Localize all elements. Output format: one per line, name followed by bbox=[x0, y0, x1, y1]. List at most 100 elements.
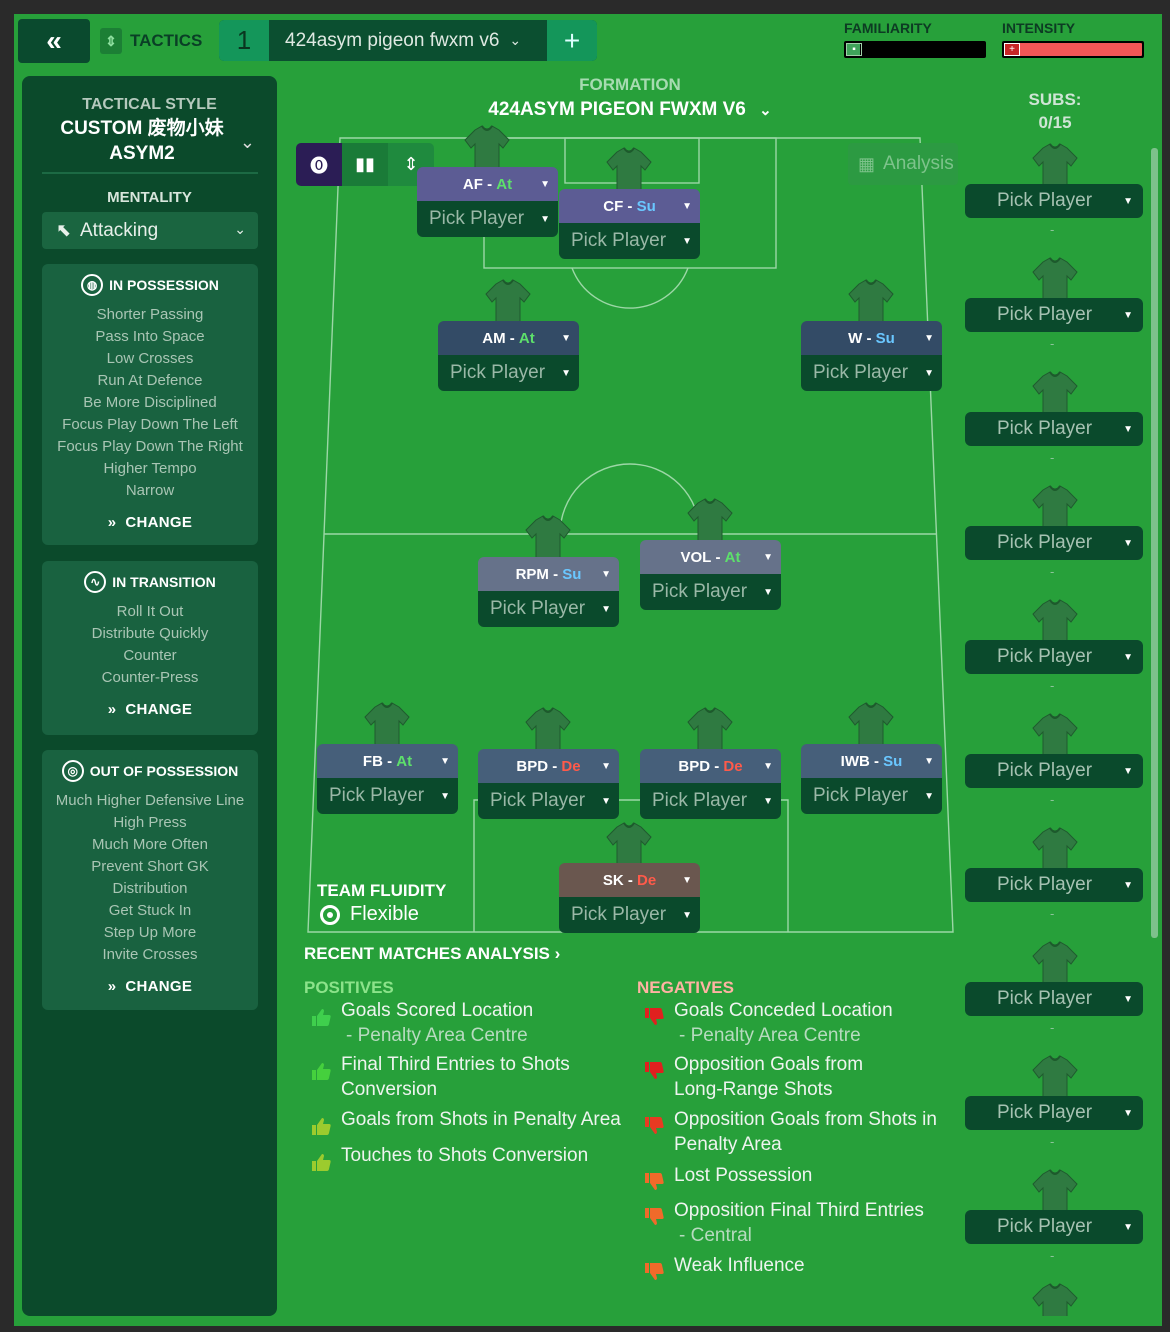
tactics-label: TACTICS bbox=[130, 31, 203, 50]
intensity-fill bbox=[1004, 43, 1142, 56]
position-card[interactable]: SK - De▼Pick Player▼ bbox=[559, 863, 700, 933]
add-tactic-button[interactable]: + bbox=[547, 20, 597, 61]
role-selector[interactable]: CF - Su▼ bbox=[559, 189, 700, 223]
triangle-down-icon: ▼ bbox=[601, 760, 611, 772]
position-card[interactable]: AM - At▼Pick Player▼ bbox=[438, 321, 579, 391]
position-card[interactable]: BPD - De▼Pick Player▼ bbox=[478, 749, 619, 819]
sub-pick-player-dropdown[interactable]: Pick Player▼ bbox=[965, 184, 1143, 218]
analysis-item: Goals from Shots in Penalty Area bbox=[341, 1107, 631, 1132]
role-selector[interactable]: BPD - De▼ bbox=[478, 749, 619, 783]
instruction-item: Focus Play Down The Left bbox=[62, 416, 238, 433]
thumbs-down-icon bbox=[644, 1263, 664, 1281]
pick-player-dropdown[interactable]: Pick Player▼ bbox=[478, 591, 619, 627]
sub-pick-player-dropdown[interactable]: Pick Player▼ bbox=[965, 1096, 1143, 1130]
analysis-item-title: Final Third Entries to Shots bbox=[341, 1054, 570, 1075]
role-selector[interactable]: SK - De▼ bbox=[559, 863, 700, 897]
pick-player-label: Pick Player bbox=[813, 785, 909, 806]
position-card[interactable]: AF - At▼Pick Player▼ bbox=[417, 167, 558, 237]
pick-player-label: Pick Player bbox=[490, 598, 586, 619]
pick-player-label: Pick Player bbox=[997, 874, 1093, 895]
triangle-down-icon: ▼ bbox=[440, 755, 450, 767]
formation-dropdown[interactable]: 424ASYM PIGEON FWXM V6 ⌄ bbox=[470, 99, 790, 121]
sub-pick-player-dropdown[interactable]: Pick Player▼ bbox=[965, 526, 1143, 560]
back-button[interactable]: « bbox=[18, 19, 90, 63]
sub-pick-player-dropdown[interactable]: Pick Player▼ bbox=[965, 982, 1143, 1016]
triangle-down-icon: ▼ bbox=[1123, 1107, 1133, 1119]
analysis-item-detail: Penalty Area bbox=[674, 1134, 782, 1155]
triangle-down-icon: ▼ bbox=[763, 586, 773, 598]
pick-player-label: Pick Player bbox=[997, 532, 1093, 553]
role-selector[interactable]: AF - At▼ bbox=[417, 167, 558, 201]
sub-pick-player-dropdown[interactable]: Pick Player▼ bbox=[965, 640, 1143, 674]
intensity-label: INTENSITY bbox=[1002, 20, 1076, 36]
sub-pick-player-dropdown[interactable]: Pick Player ▼ bbox=[965, 754, 1143, 788]
role-selector[interactable]: VOL - At▼ bbox=[640, 540, 781, 574]
in-transition-change-button[interactable]: » CHANGE bbox=[107, 701, 193, 718]
role-name: VOL bbox=[680, 548, 712, 566]
position-card[interactable]: CF - Su▼Pick Player▼ bbox=[559, 189, 700, 259]
pick-player-dropdown[interactable]: Pick Player▼ bbox=[317, 778, 458, 814]
sub-shirt-icon bbox=[1031, 142, 1079, 192]
in-possession-change-button[interactable]: » CHANGE bbox=[107, 514, 193, 531]
stats-view-button[interactable]: ▮▮ bbox=[342, 143, 388, 186]
pick-player-dropdown[interactable]: Pick Player▼ bbox=[478, 783, 619, 819]
duty-name: Su bbox=[883, 752, 903, 770]
chevron-down-icon[interactable]: ⌄ bbox=[239, 132, 255, 152]
triangle-down-icon: ▼ bbox=[1123, 765, 1133, 777]
position-card[interactable]: FB - At▼Pick Player▼ bbox=[317, 744, 458, 814]
pick-player-label: Pick Player bbox=[997, 988, 1093, 1009]
pick-player-dropdown[interactable]: Pick Player▼ bbox=[801, 355, 942, 391]
sub-pick-player-dropdown[interactable]: Pick Player▼ bbox=[965, 298, 1143, 332]
instruction-item: Much Higher Defensive Line bbox=[55, 792, 245, 809]
mentality-dropdown[interactable]: ⬉ Attacking ⌄ bbox=[42, 212, 258, 249]
sub-pick-player-dropdown[interactable]: Pick Player▼ bbox=[965, 412, 1143, 446]
analysis-button[interactable]: ▦ Analysis bbox=[848, 143, 958, 185]
role-selector[interactable]: AM - At▼ bbox=[438, 321, 579, 355]
sub-dash: - bbox=[1050, 1248, 1055, 1263]
familiarity-meter[interactable]: ▪ bbox=[844, 41, 986, 58]
pick-player-dropdown[interactable]: Pick Player▼ bbox=[417, 201, 558, 237]
role-separator: - bbox=[382, 752, 397, 770]
pick-player-label: Pick Player bbox=[997, 760, 1093, 781]
pick-player-label: Pick Player bbox=[997, 418, 1093, 439]
subs-scrollbar[interactable] bbox=[1151, 148, 1158, 938]
role-selector[interactable]: FB - At▼ bbox=[317, 744, 458, 778]
sub-pick-player-dropdown[interactable]: Pick Player▼ bbox=[965, 1210, 1143, 1244]
player-view-button[interactable]: ⓿ bbox=[296, 143, 342, 186]
player-shirt-icon bbox=[363, 701, 411, 751]
triangle-down-icon: ▼ bbox=[924, 790, 934, 802]
pick-player-dropdown[interactable]: Pick Player▼ bbox=[640, 574, 781, 610]
position-card[interactable]: RPM - Su▼Pick Player▼ bbox=[478, 557, 619, 627]
out-of-possession-change-button[interactable]: » CHANGE bbox=[107, 978, 193, 995]
pick-player-dropdown[interactable]: Pick Player▼ bbox=[559, 897, 700, 933]
pick-player-dropdown[interactable]: Pick Player ▼ bbox=[801, 778, 942, 814]
tactic-name-dropdown[interactable]: 424asym pigeon fwxm v6 ⌄ bbox=[269, 30, 547, 52]
position-card[interactable]: IWB - Su▼ Pick Player ▼ bbox=[801, 744, 942, 814]
tactical-style-name[interactable]: CUSTOM 废物小妹 ASYM2 bbox=[52, 116, 232, 166]
analysis-item-detail: Long-Range Shots bbox=[674, 1079, 833, 1100]
subs-count: 0/15 bbox=[1038, 113, 1072, 132]
sub-shirt-icon bbox=[1031, 940, 1079, 990]
role-selector[interactable]: W - Su▼ bbox=[801, 321, 942, 355]
pick-player-dropdown[interactable]: Pick Player▼ bbox=[559, 223, 700, 259]
intensity-meter[interactable]: + bbox=[1002, 41, 1144, 58]
duty-name: At bbox=[724, 548, 741, 566]
tactic-slot-number[interactable]: 1 bbox=[219, 20, 269, 61]
position-card[interactable]: BPD - De▼Pick Player▼ bbox=[640, 749, 781, 819]
pick-player-dropdown[interactable]: Pick Player▼ bbox=[438, 355, 579, 391]
position-card[interactable]: W - Su▼Pick Player▼ bbox=[801, 321, 942, 391]
pick-player-dropdown[interactable]: Pick Player▼ bbox=[640, 783, 781, 819]
team-fluidity-value[interactable]: Flexible bbox=[320, 903, 419, 926]
sub-pick-player-dropdown[interactable]: Pick Player▼ bbox=[965, 868, 1143, 902]
role-selector[interactable]: RPM - Su▼ bbox=[478, 557, 619, 591]
recent-matches-analysis-link[interactable]: RECENT MATCHES ANALYSIS › bbox=[304, 944, 560, 964]
role-selector[interactable]: BPD - De▼ bbox=[640, 749, 781, 783]
position-card[interactable]: VOL - At▼Pick Player▼ bbox=[640, 540, 781, 610]
tactics-header[interactable]: ⇕ TACTICS bbox=[100, 19, 202, 63]
familiarity-icon: ▪ bbox=[846, 43, 862, 56]
tactic-selector[interactable]: 1 424asym pigeon fwxm v6 ⌄ + bbox=[219, 20, 597, 61]
player-shirt-icon bbox=[847, 701, 895, 751]
triangle-down-icon: ▼ bbox=[682, 909, 692, 921]
role-selector[interactable]: IWB - Su▼ bbox=[801, 744, 942, 778]
